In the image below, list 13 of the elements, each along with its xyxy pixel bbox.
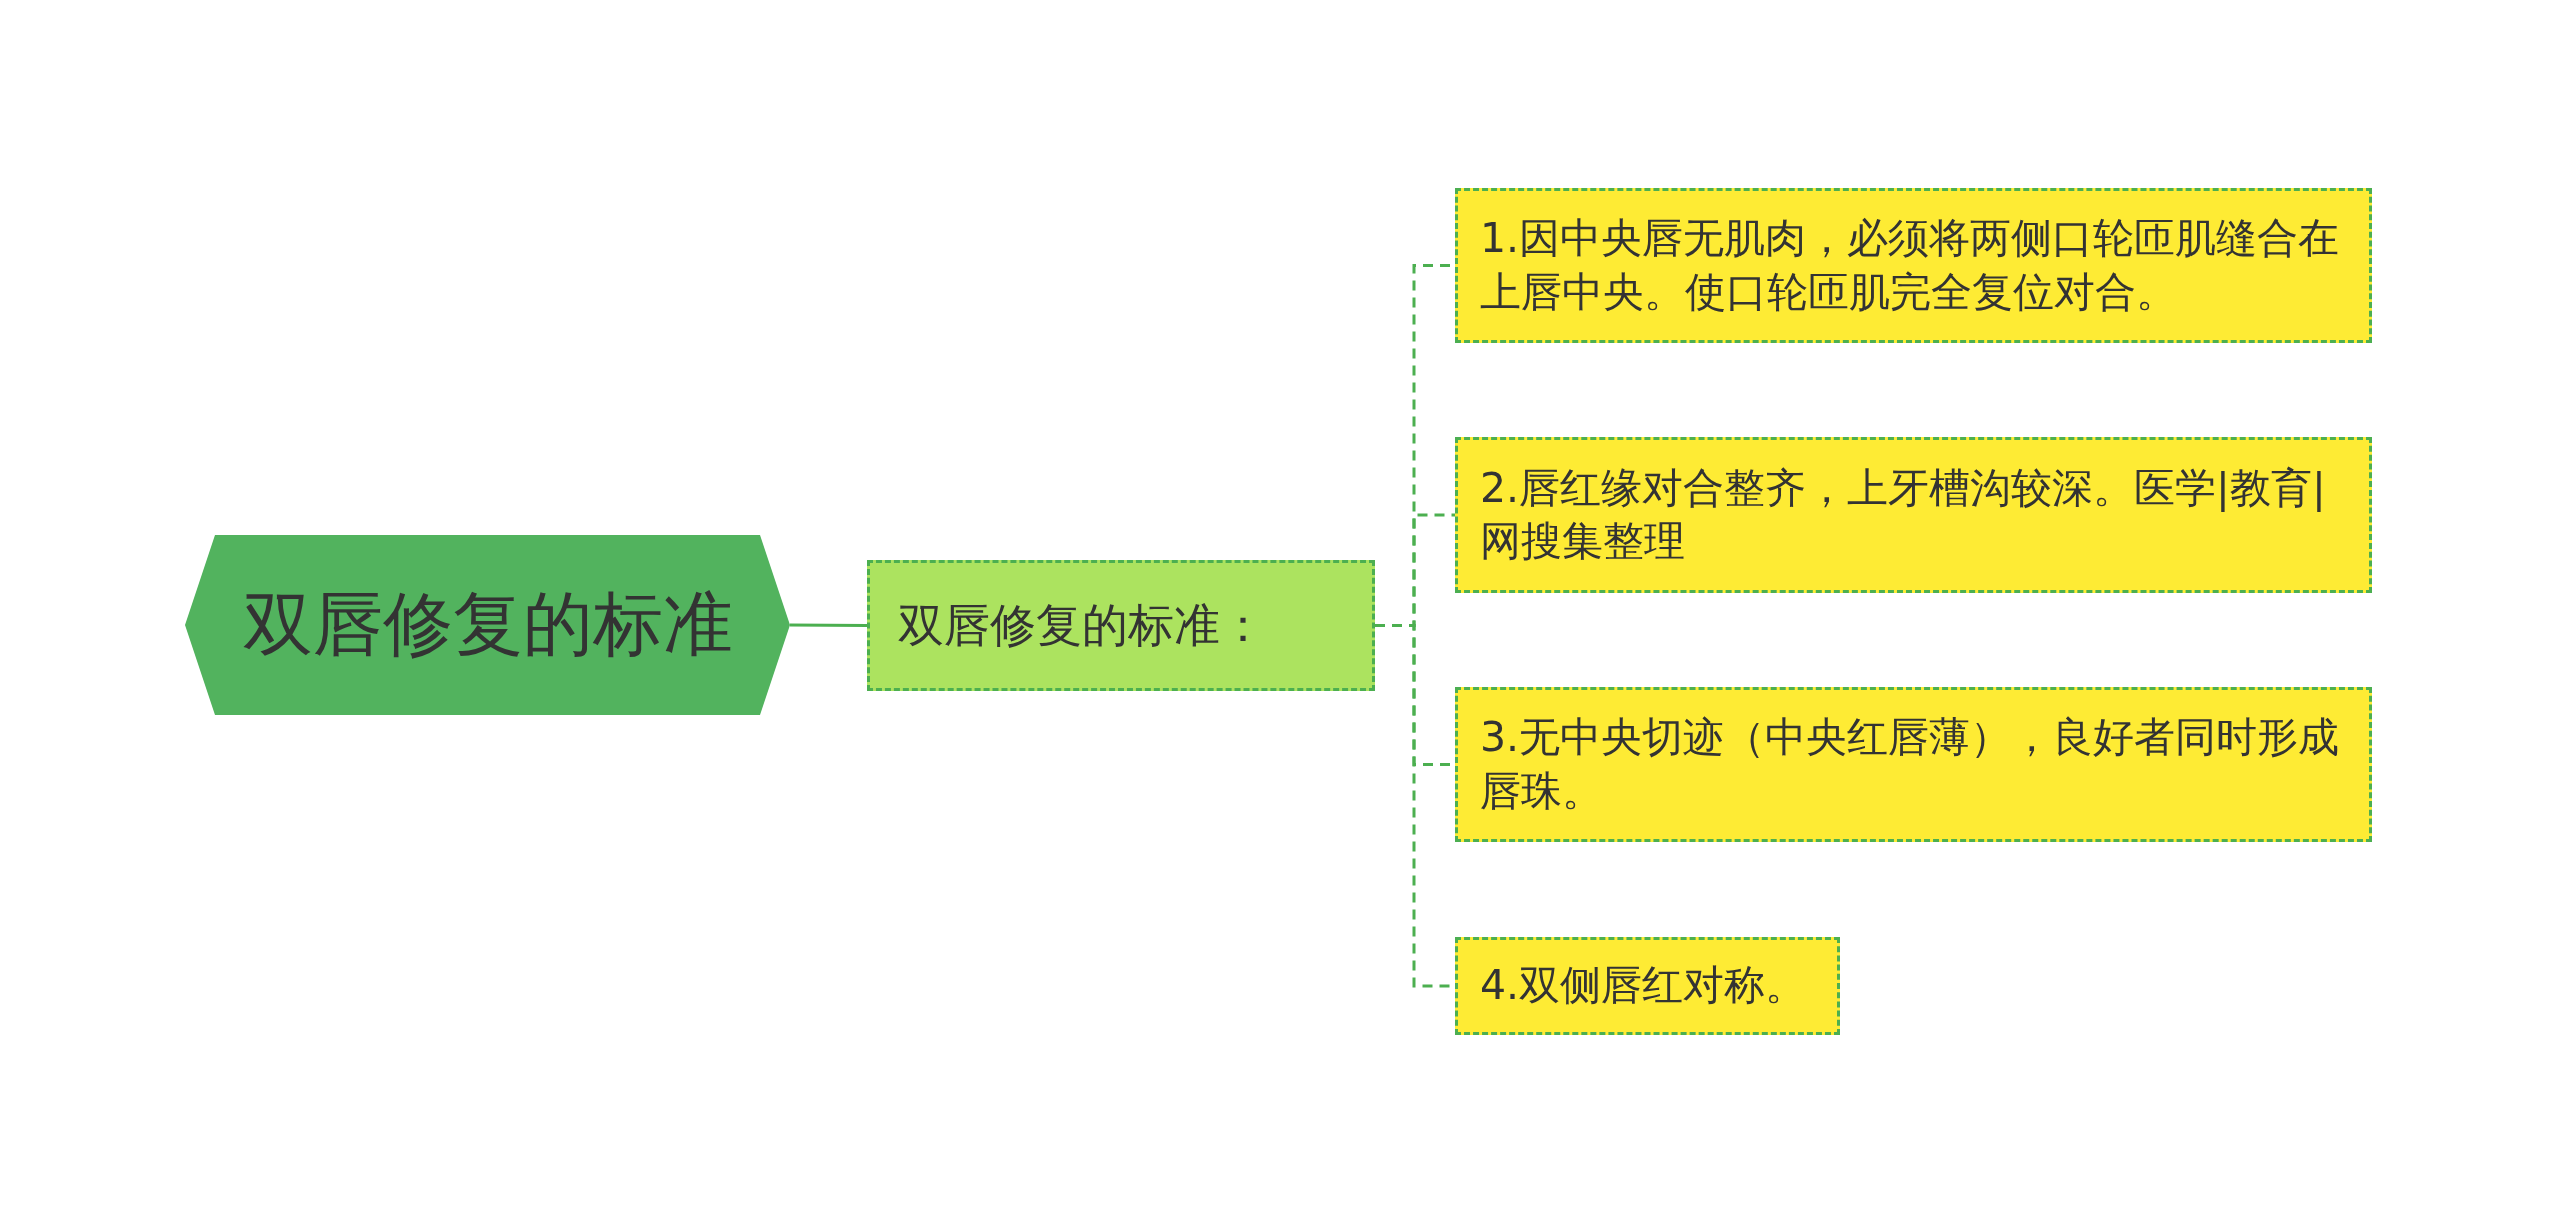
topic-text: 双唇修复的标准： <box>898 596 1266 654</box>
connector-line <box>790 623 867 627</box>
subtopic-box <box>867 560 1375 691</box>
item-box <box>1455 437 2372 593</box>
topic-text: 1.因中央唇无肌肉，必须将两侧口轮匝肌缝合在上唇中央。使口轮匝肌完全复位对合。 <box>1480 213 2341 318</box>
topic-text: 4.双侧唇红对称。 <box>1480 960 1807 1012</box>
topic-text: 2.唇红缘对合整齐，上牙槽沟较深。医学|教育|网搜集整理 <box>1480 462 2327 567</box>
item-box <box>1455 188 2372 343</box>
title-text: 双唇修复的标准 <box>242 582 733 667</box>
hexagon-node <box>185 535 790 715</box>
item-box <box>1455 687 2372 842</box>
item-box <box>1455 937 1840 1035</box>
topic-text: 3.无中央切迹（中央红唇薄），良好者同时形成唇珠。 <box>1480 712 2341 817</box>
